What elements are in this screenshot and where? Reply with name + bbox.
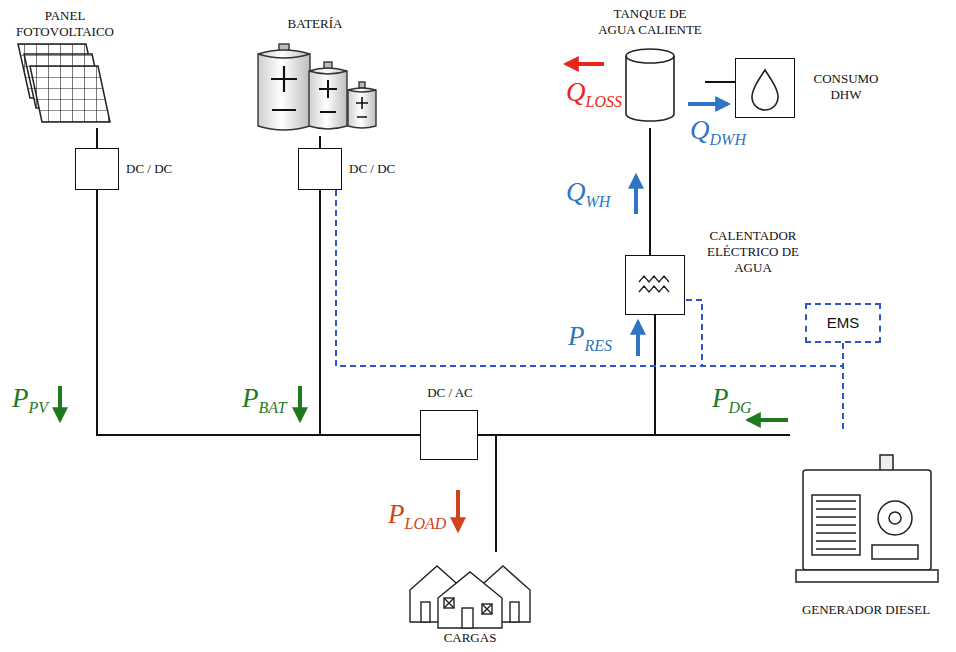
heater-coil (639, 276, 669, 292)
component-label: DC / DC (126, 161, 172, 177)
controller-box: EMS (805, 303, 881, 343)
flow-label: PDG (712, 384, 752, 416)
component-box: CALENTADOR ELÉCTRICO DE AGUA (625, 255, 685, 315)
component-label: CONSUMO DHW (806, 71, 886, 103)
component-label: BATERÍA (245, 16, 385, 32)
power-line (96, 128, 98, 148)
power-line (478, 315, 655, 435)
quantity-symbol: Q (566, 77, 586, 107)
quantity-symbol: P (712, 383, 729, 413)
quantity-symbol: P (388, 499, 405, 529)
quantity-subscript: DG (729, 399, 752, 416)
control-link (842, 343, 844, 430)
component-node: CARGAS (398, 552, 542, 648)
quantity-subscript: LOAD (405, 515, 447, 532)
component-label: PANEL FOTOVOLTAICO (5, 8, 125, 40)
component-box: CONSUMO DHW (735, 58, 795, 118)
quantity-subscript: LOSS (586, 93, 622, 110)
component-label: CALENTADOR ELÉCTRICO DE AGUA (694, 228, 812, 276)
houses-art (410, 566, 530, 628)
component-box: DC / AC (420, 410, 478, 460)
power-line (705, 81, 735, 83)
flow-label: PLOAD (388, 500, 446, 532)
flow-label: PRES (568, 322, 612, 354)
quantity-subscript: DWH (710, 131, 746, 148)
quantity-subscript: PV (29, 399, 49, 416)
droplet-icon (752, 70, 778, 110)
flow-arrows (60, 64, 788, 530)
battery-art (258, 44, 376, 130)
flow-label: PPV (12, 384, 48, 416)
power-line (319, 136, 321, 148)
quantity-subscript: RES (585, 337, 613, 354)
component-node: GENERADOR DIESEL (790, 430, 942, 642)
quantity-symbol: Q (566, 177, 586, 207)
quantity-symbol: P (242, 383, 259, 413)
pv-panel-art (18, 44, 110, 122)
quantity-symbol: Q (690, 115, 710, 145)
component-label: TANQUE DE AGUA CALIENTE (595, 6, 705, 38)
flow-label: QWH (566, 178, 610, 210)
quantity-subscript: WH (586, 193, 611, 210)
power-line (478, 435, 496, 552)
component-label: EMS (827, 315, 860, 331)
power-line (97, 190, 420, 435)
quantity-subscript: BAT (259, 399, 287, 416)
component-label: DC / AC (411, 385, 489, 401)
tank-art (626, 49, 674, 121)
quantity-symbol: P (12, 383, 29, 413)
component-box: DC / DC (298, 148, 342, 190)
control-link (336, 190, 843, 366)
flow-label: QLOSS (566, 78, 622, 110)
component-label: GENERADOR DIESEL (790, 602, 942, 618)
component-node: BATERÍA (245, 8, 385, 136)
component-label: CARGAS (398, 630, 542, 646)
component-box: DC / DC (75, 148, 119, 190)
quantity-symbol: P (568, 321, 585, 351)
flow-label: QDWH (690, 116, 746, 148)
component-label: DC / DC (349, 161, 395, 177)
flow-label: PBAT (242, 384, 286, 416)
power-line (649, 128, 651, 255)
component-node: PANEL FOTOVOLTAICO (5, 4, 125, 128)
generator-art (796, 455, 938, 582)
